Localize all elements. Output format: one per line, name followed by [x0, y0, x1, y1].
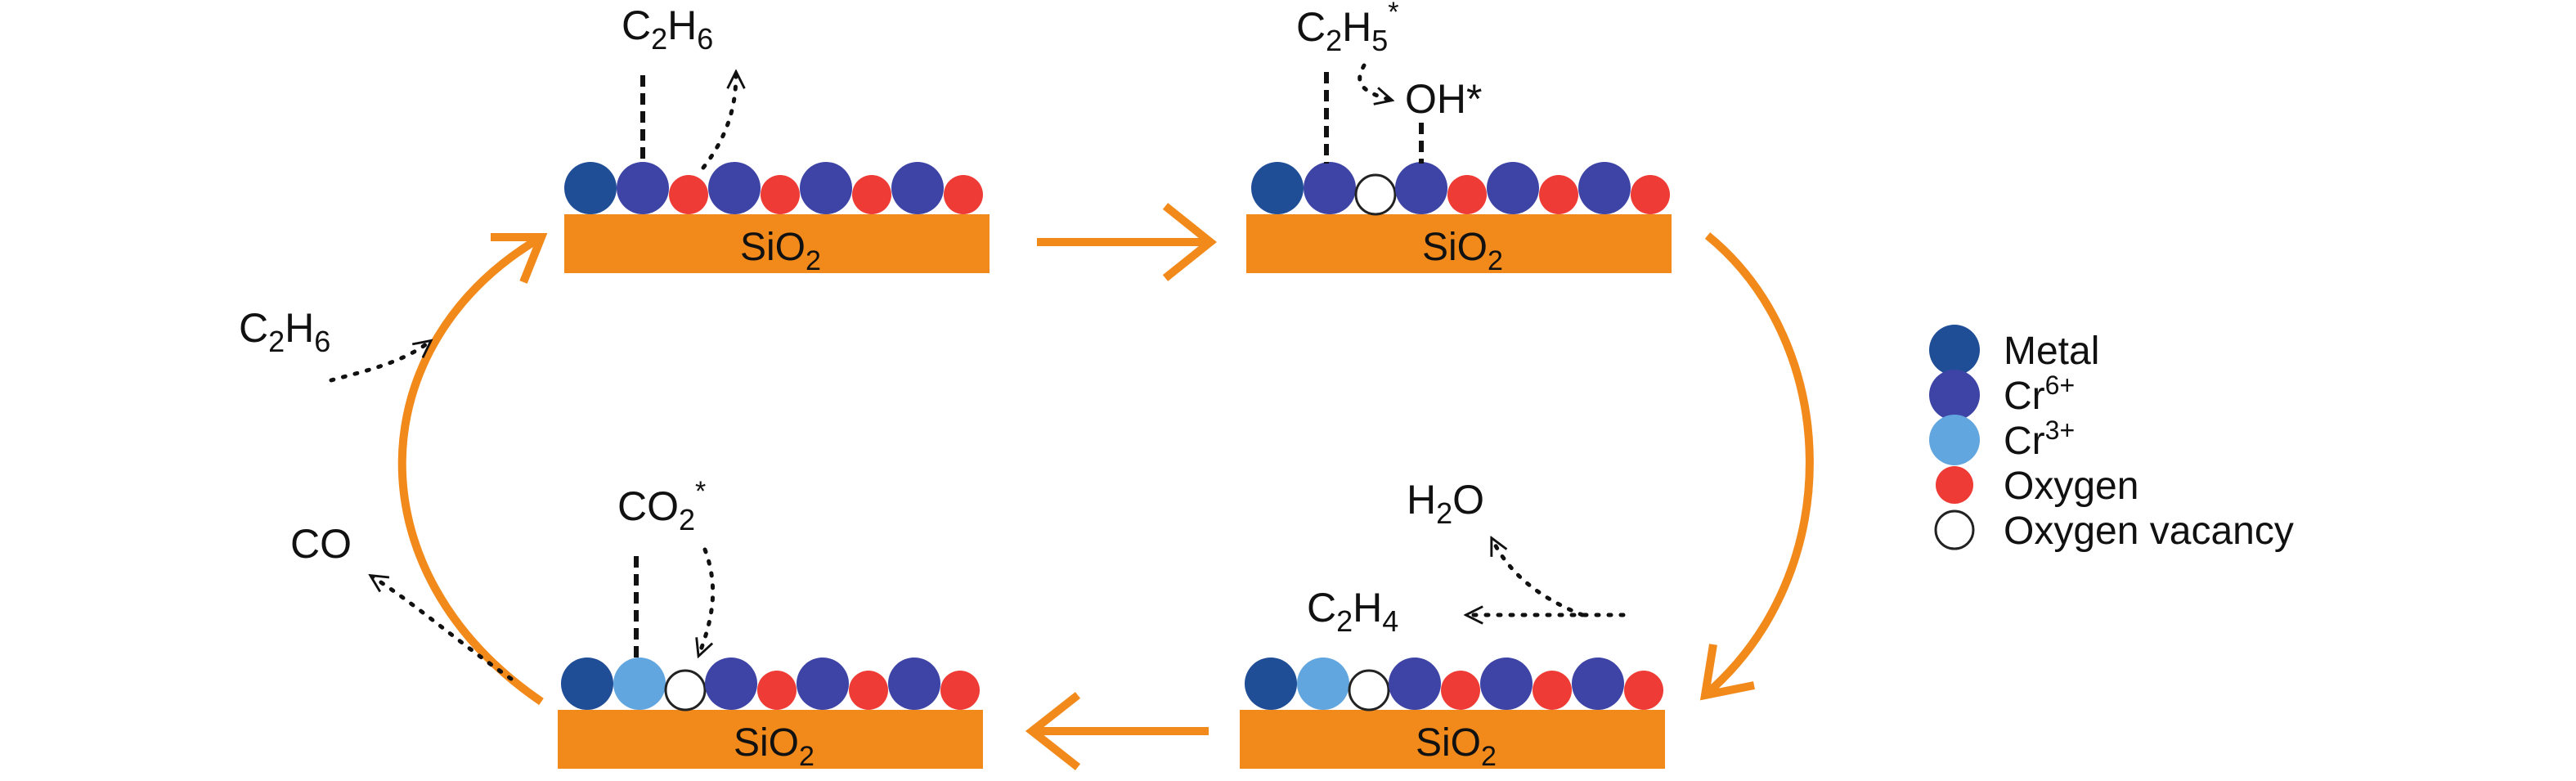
sio2-substrate-bottom-left — [558, 710, 983, 769]
legend-swatch-cr6 — [1929, 370, 1980, 420]
atom-oxygen — [1539, 175, 1578, 214]
atom-oxygen — [669, 175, 708, 214]
atom-oxygen — [849, 671, 888, 710]
atom-cr6 — [1304, 162, 1356, 214]
atom-row-bottom-right — [1245, 658, 1663, 711]
atom-oxygen — [757, 671, 797, 710]
legend-swatch-oxygen — [1936, 466, 1973, 504]
atom-metal — [1251, 162, 1304, 214]
legend-label-cr6: Cr6+ — [2004, 370, 2075, 418]
atom-cr6 — [1487, 162, 1539, 214]
atom-cr6 — [1389, 658, 1441, 710]
dotted-arrow-co2-form — [699, 547, 716, 654]
substrates — [558, 214, 1672, 769]
atom-metal — [561, 658, 613, 710]
legend-swatch-vacancy — [1934, 509, 1975, 550]
label-c2h5-star: C2H5* — [1296, 0, 1399, 57]
legend-label-oxygen: Oxygen — [2004, 465, 2138, 508]
atom-cr6 — [708, 162, 761, 214]
atom-cr6 — [891, 162, 944, 214]
atom-vacancy — [1354, 173, 1397, 216]
atom-cr6 — [800, 162, 852, 214]
atom-row-top-left — [564, 162, 983, 214]
sio2-label-bottom-left: SiO2 — [734, 721, 815, 772]
atom-cr6 — [1578, 162, 1631, 214]
dotted-arrow-c2h6-desorb — [701, 74, 736, 170]
legend-label-vacancy: Oxygen vacancy — [2004, 509, 2294, 553]
sio2-label-bottom-right: SiO2 — [1416, 721, 1497, 772]
atom-oxygen — [852, 175, 891, 214]
sio2-substrate-top-left — [564, 214, 990, 273]
label-c2h6-top: C2H6 — [622, 2, 713, 56]
atom-cr6 — [797, 658, 849, 710]
legend-swatch-metal — [1929, 325, 1980, 375]
atom-oxygen — [944, 175, 983, 214]
legend-label-metal: Metal — [2004, 330, 2099, 373]
sio2-substrate-top-right — [1246, 214, 1672, 273]
adsorption-bonds — [634, 72, 1424, 658]
atom-oxygen — [1624, 671, 1663, 710]
atom-oxygen — [761, 175, 800, 214]
species-labels: C2H6 C2H5* OH* C2H4 H2O CO2* C2H6 CO — [239, 0, 1484, 638]
dotted-arrow-c2h6-adsorb — [329, 342, 429, 383]
sio2-label-top-right: SiO2 — [1422, 226, 1503, 276]
dotted-arrow-co-release — [372, 577, 514, 681]
atom-cr6 — [617, 162, 669, 214]
cycle-arrow-top-head — [1162, 203, 1218, 281]
atom-oxygen — [1441, 671, 1480, 710]
label-co2-star: CO2* — [617, 476, 706, 536]
dotted-arrow-h-transfer — [1358, 63, 1390, 100]
atom-metal — [564, 162, 617, 214]
cycle-arrow-left-head — [491, 233, 548, 284]
label-h2o: H2O — [1407, 477, 1484, 530]
sio2-label-top-left: SiO2 — [740, 226, 821, 276]
atom-metal — [1245, 658, 1297, 710]
atom-vacancy — [1348, 669, 1390, 711]
atom-cr3 — [1297, 658, 1349, 710]
substrate-labels: SiO2 SiO2 SiO2 SiO2 — [734, 226, 1503, 772]
atom-cr6 — [888, 658, 940, 710]
cycle-arrow-left — [397, 233, 544, 706]
cycle-arrow-bottom-head — [1025, 692, 1081, 770]
atom-vacancy — [664, 669, 707, 711]
cycle-arrow-right-head — [1699, 644, 1755, 701]
atom-oxygen — [1447, 175, 1487, 214]
label-oh-star: OH* — [1405, 76, 1482, 122]
label-c2h4: C2H4 — [1307, 585, 1398, 638]
atom-oxygen — [940, 671, 980, 710]
legend-label-cr3: Cr3+ — [2004, 415, 2075, 463]
atom-cr6 — [1395, 162, 1447, 214]
atom-cr3 — [613, 658, 666, 710]
dotted-arrow-h2o — [1492, 540, 1585, 617]
cycle-arrow-right — [1702, 232, 1814, 698]
label-c2h6-side: C2H6 — [239, 305, 330, 358]
reaction-arrows — [329, 63, 1626, 681]
atom-row-top-right — [1251, 162, 1670, 216]
label-co-side: CO — [290, 521, 352, 567]
atom-cr6 — [705, 658, 757, 710]
atom-oxygen — [1533, 671, 1572, 710]
atom-row-bottom-left — [561, 658, 980, 711]
cycle-arrows — [397, 203, 1814, 770]
legend-swatch-cr3 — [1929, 415, 1980, 465]
atom-cr6 — [1480, 658, 1533, 710]
atom-cr6 — [1572, 658, 1624, 710]
atom-oxygen — [1631, 175, 1670, 214]
sio2-substrate-bottom-right — [1240, 710, 1665, 769]
